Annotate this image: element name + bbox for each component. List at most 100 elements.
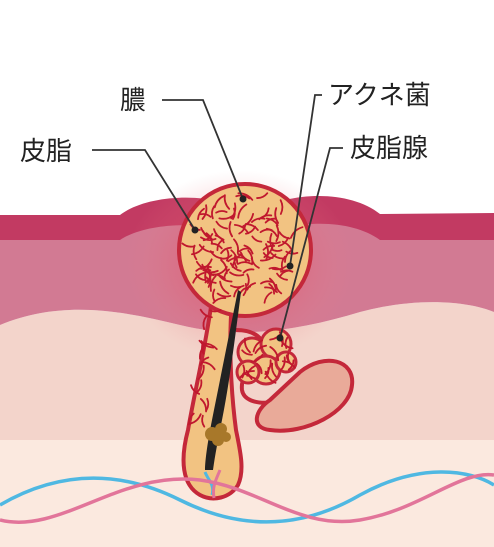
pus-pointer-dot [239, 195, 247, 203]
bacterium [188, 412, 195, 426]
bacterium [270, 252, 286, 260]
bacterium [264, 217, 277, 224]
sebum-leader-line [92, 149, 196, 231]
bacterium [213, 195, 225, 209]
bacterium [284, 336, 289, 349]
bacterium [238, 247, 251, 253]
sebum-pointer-dot [191, 226, 199, 234]
bacterium [247, 249, 254, 266]
bacterium [226, 249, 230, 262]
bacterium [228, 221, 234, 238]
bacterium [200, 340, 215, 349]
bacterium [189, 413, 202, 425]
sebum-label: 皮脂 [20, 137, 72, 167]
bacterium [201, 263, 215, 277]
bacterium [263, 291, 273, 304]
acne-bacteria-pointer-dot [286, 262, 294, 270]
acne-bacteria-leader-line [289, 94, 322, 267]
bacterium [239, 251, 251, 262]
bacterium [227, 256, 245, 263]
bacterium [199, 213, 212, 218]
bacterium [265, 227, 278, 237]
bacterium [200, 227, 211, 238]
bacterium [219, 280, 230, 295]
bacterium [190, 384, 201, 395]
bacterium [246, 273, 250, 286]
bacterium [199, 398, 207, 413]
bacterium [246, 282, 257, 291]
acne-bacteria-label: アクネ菌 [328, 81, 431, 111]
bacterium [223, 194, 231, 210]
sebaceous-gland-label: 皮脂腺 [350, 134, 428, 164]
bacterium [197, 207, 205, 221]
bacterium [256, 362, 263, 375]
bacterium [229, 262, 242, 272]
bacterium [233, 223, 250, 235]
bacterium [243, 244, 254, 255]
bacterium [202, 315, 208, 331]
bacterium [244, 223, 259, 231]
bacterium [284, 250, 292, 263]
bacterium [220, 246, 232, 255]
bacterium [279, 199, 284, 215]
bacterium [252, 339, 264, 353]
bacterium [232, 207, 236, 220]
pus-leader-line [162, 99, 244, 200]
bacterium [207, 271, 212, 288]
bacterium [199, 308, 213, 319]
bacterium [230, 284, 245, 289]
bacteria-cluster [181, 192, 304, 428]
bacterium [200, 236, 217, 241]
bacterium [196, 379, 203, 393]
pus-label: 膿 [120, 86, 146, 116]
bacterium [250, 217, 266, 223]
bacterium [199, 356, 210, 366]
bacterium [264, 370, 277, 384]
bacterium [279, 356, 286, 373]
bacterium [265, 243, 269, 261]
bacterium [229, 271, 245, 277]
blue-vessel [0, 470, 494, 524]
bacterium [274, 207, 280, 224]
bacterium [195, 273, 207, 282]
bacterium [201, 361, 216, 371]
bacterium [201, 204, 208, 220]
bacterium [241, 349, 253, 356]
bacterium [269, 232, 274, 250]
bacterium [285, 354, 294, 366]
bacterium [239, 370, 255, 379]
hair-shaft [205, 290, 241, 470]
bacterium [242, 282, 248, 297]
bacterium [265, 217, 279, 227]
bacterium [243, 337, 251, 354]
bacterium [211, 205, 216, 220]
bacterium [268, 266, 282, 271]
bacterium [237, 203, 248, 219]
bacterium [238, 224, 247, 235]
bacterium [192, 244, 198, 261]
bacterium [263, 242, 274, 259]
bacterium [192, 271, 206, 284]
bacterium [210, 242, 223, 250]
gland-lobe [254, 358, 355, 433]
bacterium [198, 339, 205, 352]
bacterium [246, 365, 256, 377]
bacterium [215, 220, 228, 230]
bacterium [268, 277, 277, 293]
bacterium [276, 272, 288, 281]
bacterium [250, 257, 260, 269]
bacterium [204, 272, 213, 284]
bacterium [278, 269, 290, 278]
bacterium [215, 210, 228, 214]
bacterium [260, 280, 274, 285]
bacterium [202, 269, 219, 274]
bacterium [269, 346, 280, 362]
bacterium [254, 344, 268, 354]
bacterium [278, 231, 291, 240]
pink-vessel [0, 472, 494, 524]
bacterium [209, 275, 217, 292]
sebaceous-gland-pointer-dot [276, 334, 284, 342]
bacterium [218, 213, 236, 220]
